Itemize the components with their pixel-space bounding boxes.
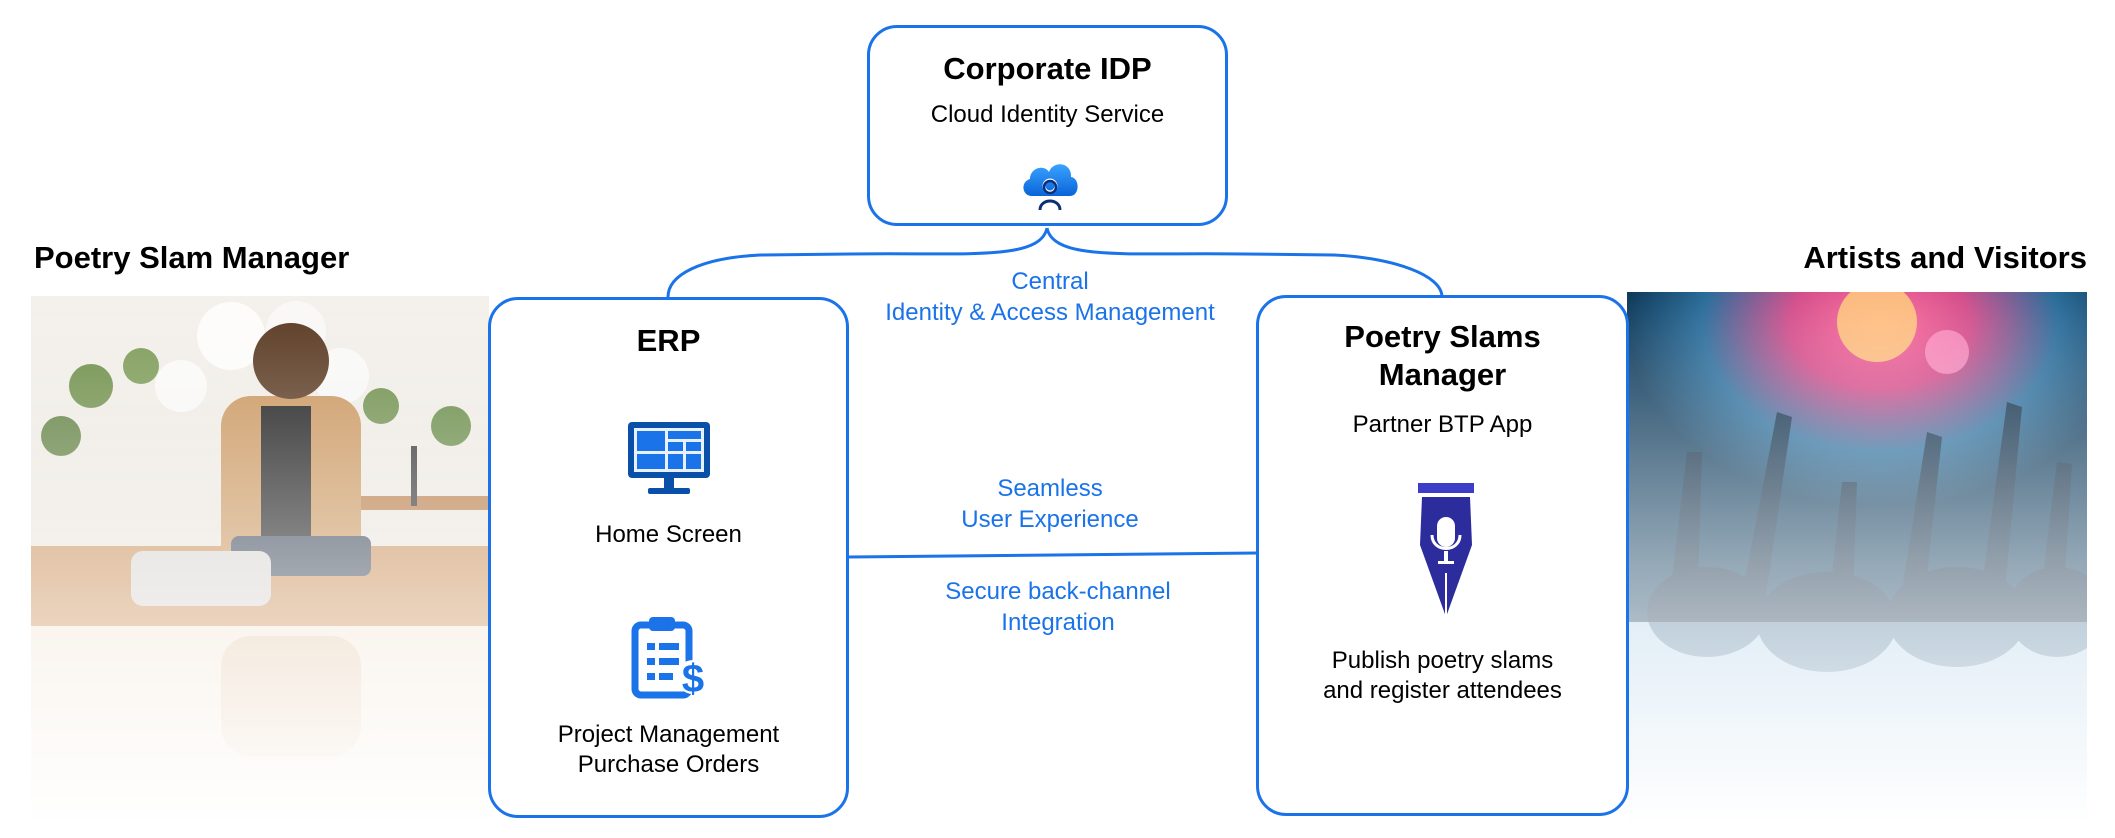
psm-subtitle: Partner BTP App <box>1352 411 1533 438</box>
seamless-ux-label-line1: Seamless <box>997 475 1103 502</box>
psm-title-line2: Manager <box>1378 357 1507 392</box>
right-panel-title: Artists and Visitors <box>1803 240 2087 275</box>
secure-integration-label-line1: Secure back-channel <box>945 578 1171 605</box>
psm-caption-line2: and register attendees <box>1323 677 1562 704</box>
psm-caption-line1: Publish poetry slams <box>1331 647 1554 674</box>
idp-to-psm-connector <box>1045 227 1444 298</box>
corporate-idp-box: Corporate IDP Cloud Identity Service <box>867 25 1228 226</box>
erp-project-label-line2: Purchase Orders <box>577 751 760 778</box>
psm-title-line1: Poetry Slams <box>1344 319 1541 354</box>
central-iam-label-line1: Central <box>1011 268 1089 295</box>
idp-subtitle: Cloud Identity Service <box>930 101 1165 128</box>
concert-crowd-photo <box>1627 292 2087 826</box>
idp-title: Corporate IDP <box>943 51 1152 86</box>
seamless-ux-label-line2: User Experience <box>961 506 1139 533</box>
left-panel-title: Poetry Slam Manager <box>34 240 350 275</box>
psm-caption: Publish poetry slams and register attend… <box>1259 646 1626 706</box>
clipboard-dollar-icon: $ <box>631 615 711 701</box>
poetry-slams-manager-box: Poetry Slams Manager Partner BTP App Pub… <box>1256 295 1629 816</box>
secure-integration-label-line2: Integration <box>1001 609 1115 636</box>
erp-project-label-line1: Project Management <box>557 721 780 748</box>
central-iam-label-line2: Identity & Access Management <box>885 299 1215 326</box>
person-with-laptop-photo <box>31 296 489 826</box>
central-iam-label: Central Identity & Access Management <box>860 266 1240 328</box>
svg-text:$: $ <box>682 657 704 701</box>
cloud-identity-icon <box>1018 152 1082 212</box>
monitor-dashboard-icon <box>626 420 712 496</box>
pen-nib-microphone-icon <box>1412 483 1480 619</box>
secure-integration-label: Secure back-channel Integration <box>900 576 1216 638</box>
seamless-ux-label: Seamless User Experience <box>900 473 1200 535</box>
erp-home-label: Home Screen <box>595 521 742 548</box>
erp-box: ERP Home Screen $ <box>488 297 849 818</box>
idp-to-erp-connector <box>666 227 1049 298</box>
psm-title: Poetry Slams Manager <box>1259 318 1626 394</box>
erp-project-label: Project Management Purchase Orders <box>491 720 846 780</box>
erp-to-psm-connector <box>847 551 1259 559</box>
erp-title: ERP <box>636 323 701 358</box>
